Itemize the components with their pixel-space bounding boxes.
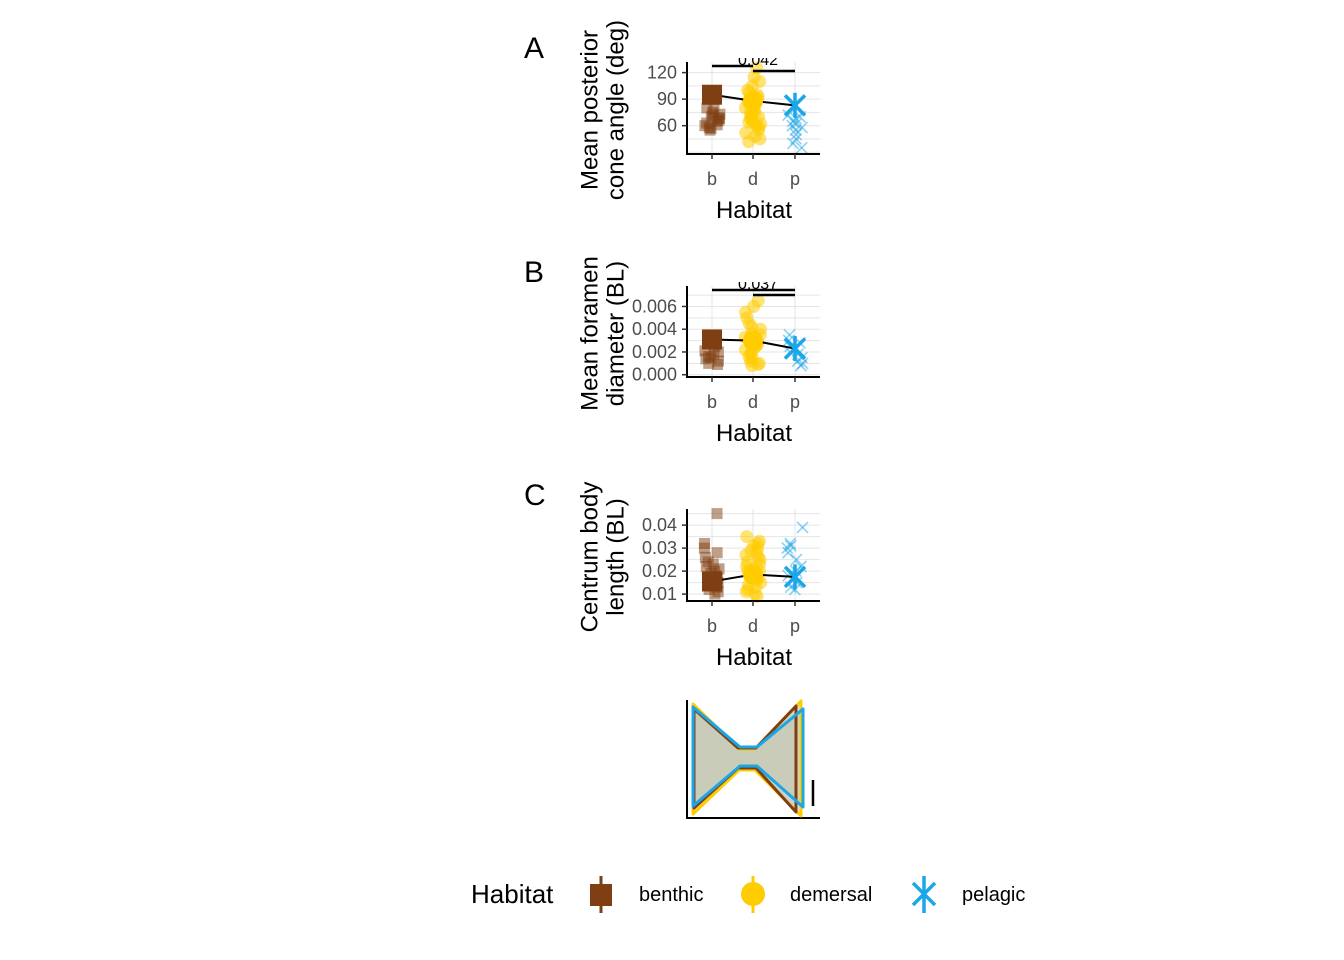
legend-label-pelagic: pelagic bbox=[962, 884, 1025, 906]
data-point-pelagic bbox=[795, 121, 809, 134]
y-tick-label: 0.004 bbox=[632, 319, 677, 339]
legend-label-benthic: benthic bbox=[639, 884, 704, 906]
clip-mask bbox=[700, 32, 810, 58]
data-point-demersal bbox=[744, 109, 758, 123]
data-point-benthic bbox=[705, 122, 717, 134]
data-point-benthic bbox=[712, 358, 724, 370]
y-tick-label: 90 bbox=[657, 89, 677, 109]
data-point-pelagic bbox=[790, 117, 803, 130]
data-point-benthic bbox=[713, 112, 725, 124]
clip-mask bbox=[700, 256, 810, 282]
x-tick-label: b bbox=[707, 616, 717, 636]
mean-marker-pelagic bbox=[783, 564, 807, 590]
circle-with-bars-icon bbox=[741, 876, 765, 913]
mean-marker-demersal bbox=[743, 564, 763, 585]
vertebra-shape-panel bbox=[686, 699, 820, 819]
y-axis-title: length (BL) bbox=[602, 498, 629, 615]
y-tick-label: 0.006 bbox=[632, 296, 677, 316]
x-tick-label: p bbox=[790, 169, 800, 189]
x-tick-label: d bbox=[748, 169, 758, 189]
x-tick-label: b bbox=[707, 392, 717, 412]
y-tick-label: 0.02 bbox=[642, 561, 677, 581]
data-point-demersal bbox=[742, 135, 756, 149]
x-tick-label: p bbox=[790, 392, 800, 412]
panel-tag: B bbox=[524, 256, 544, 289]
y-axis-title: Mean posterior bbox=[576, 30, 603, 190]
data-point-benthic bbox=[703, 351, 715, 363]
data-point-demersal bbox=[740, 530, 754, 544]
data-point-demersal bbox=[753, 132, 767, 146]
y-tick-label: 0.002 bbox=[632, 342, 677, 362]
mean-marker-demersal bbox=[743, 90, 763, 111]
legend-item-demersal: demersal bbox=[741, 876, 872, 913]
data-point-benthic bbox=[700, 561, 712, 572]
asterisk-icon bbox=[911, 876, 937, 913]
legend: Habitat benthic demersal pelagic bbox=[471, 876, 1025, 913]
data-point-benthic bbox=[711, 508, 723, 520]
data-point-pelagic bbox=[796, 521, 809, 534]
y-tick-label: 0.04 bbox=[642, 515, 677, 535]
y-tick-label: 0.000 bbox=[632, 365, 677, 385]
data-point-pelagic bbox=[795, 141, 808, 154]
shape-outline-pelagic bbox=[691, 705, 805, 809]
legend-label-demersal: demersal bbox=[790, 884, 872, 906]
data-point-demersal bbox=[750, 589, 764, 603]
panel-tag: A bbox=[524, 32, 544, 65]
legend-title: Habitat bbox=[471, 879, 554, 909]
mean-marker-benthic bbox=[702, 571, 722, 592]
y-tick-label: 120 bbox=[647, 63, 677, 83]
data-point-pelagic bbox=[794, 359, 808, 372]
legend-item-benthic: benthic bbox=[590, 876, 704, 913]
data-point-benthic bbox=[699, 345, 711, 357]
x-tick-label: d bbox=[748, 616, 758, 636]
data-point-pelagic bbox=[788, 583, 801, 596]
y-axis-title: Centrum body bbox=[576, 482, 603, 633]
data-point-pelagic bbox=[789, 112, 803, 125]
data-point-benthic bbox=[701, 102, 713, 114]
data-point-demersal bbox=[753, 74, 767, 88]
y-axis-title: cone angle (deg) bbox=[602, 20, 629, 200]
data-point-pelagic bbox=[782, 546, 795, 559]
data-point-demersal bbox=[751, 537, 765, 550]
legend-item-pelagic: pelagic bbox=[911, 876, 1025, 913]
data-point-benthic bbox=[698, 542, 710, 554]
data-point-pelagic bbox=[781, 542, 794, 555]
y-axis-title: Mean foramen bbox=[576, 256, 603, 411]
significance-annotation: 0.037 bbox=[700, 256, 810, 297]
data-point-pelagic bbox=[784, 539, 797, 552]
x-axis-title: Habitat bbox=[716, 420, 792, 447]
square-with-bars-icon bbox=[590, 876, 612, 913]
mean-marker-demersal bbox=[743, 330, 763, 351]
data-point-benthic bbox=[709, 588, 721, 600]
x-axis-title: Habitat bbox=[716, 197, 792, 224]
data-point-benthic bbox=[707, 558, 719, 570]
y-tick-label: 60 bbox=[657, 116, 677, 136]
data-point-demersal bbox=[745, 359, 759, 373]
panel-tag: C bbox=[524, 479, 546, 512]
y-axis-title: diameter (BL) bbox=[602, 261, 629, 406]
data-point-demersal bbox=[745, 320, 759, 334]
x-tick-label: b bbox=[707, 169, 717, 189]
y-tick-label: 0.01 bbox=[642, 584, 677, 604]
mean-marker-benthic bbox=[702, 329, 722, 350]
data-point-pelagic bbox=[786, 137, 800, 150]
data-point-pelagic bbox=[790, 128, 803, 141]
data-point-benthic bbox=[707, 106, 719, 118]
data-point-pelagic bbox=[790, 553, 803, 566]
significance-annotation: 0.042 bbox=[700, 32, 810, 73]
x-axis-title: Habitat bbox=[716, 644, 792, 671]
x-tick-label: p bbox=[790, 616, 800, 636]
mean-marker-benthic bbox=[702, 84, 722, 105]
y-tick-label: 0.03 bbox=[642, 538, 677, 558]
mean-marker-pelagic bbox=[783, 336, 807, 362]
x-tick-label: d bbox=[748, 392, 758, 412]
mean-marker-pelagic bbox=[783, 92, 807, 118]
data-point-benthic bbox=[713, 563, 725, 575]
data-point-benthic bbox=[711, 547, 723, 559]
